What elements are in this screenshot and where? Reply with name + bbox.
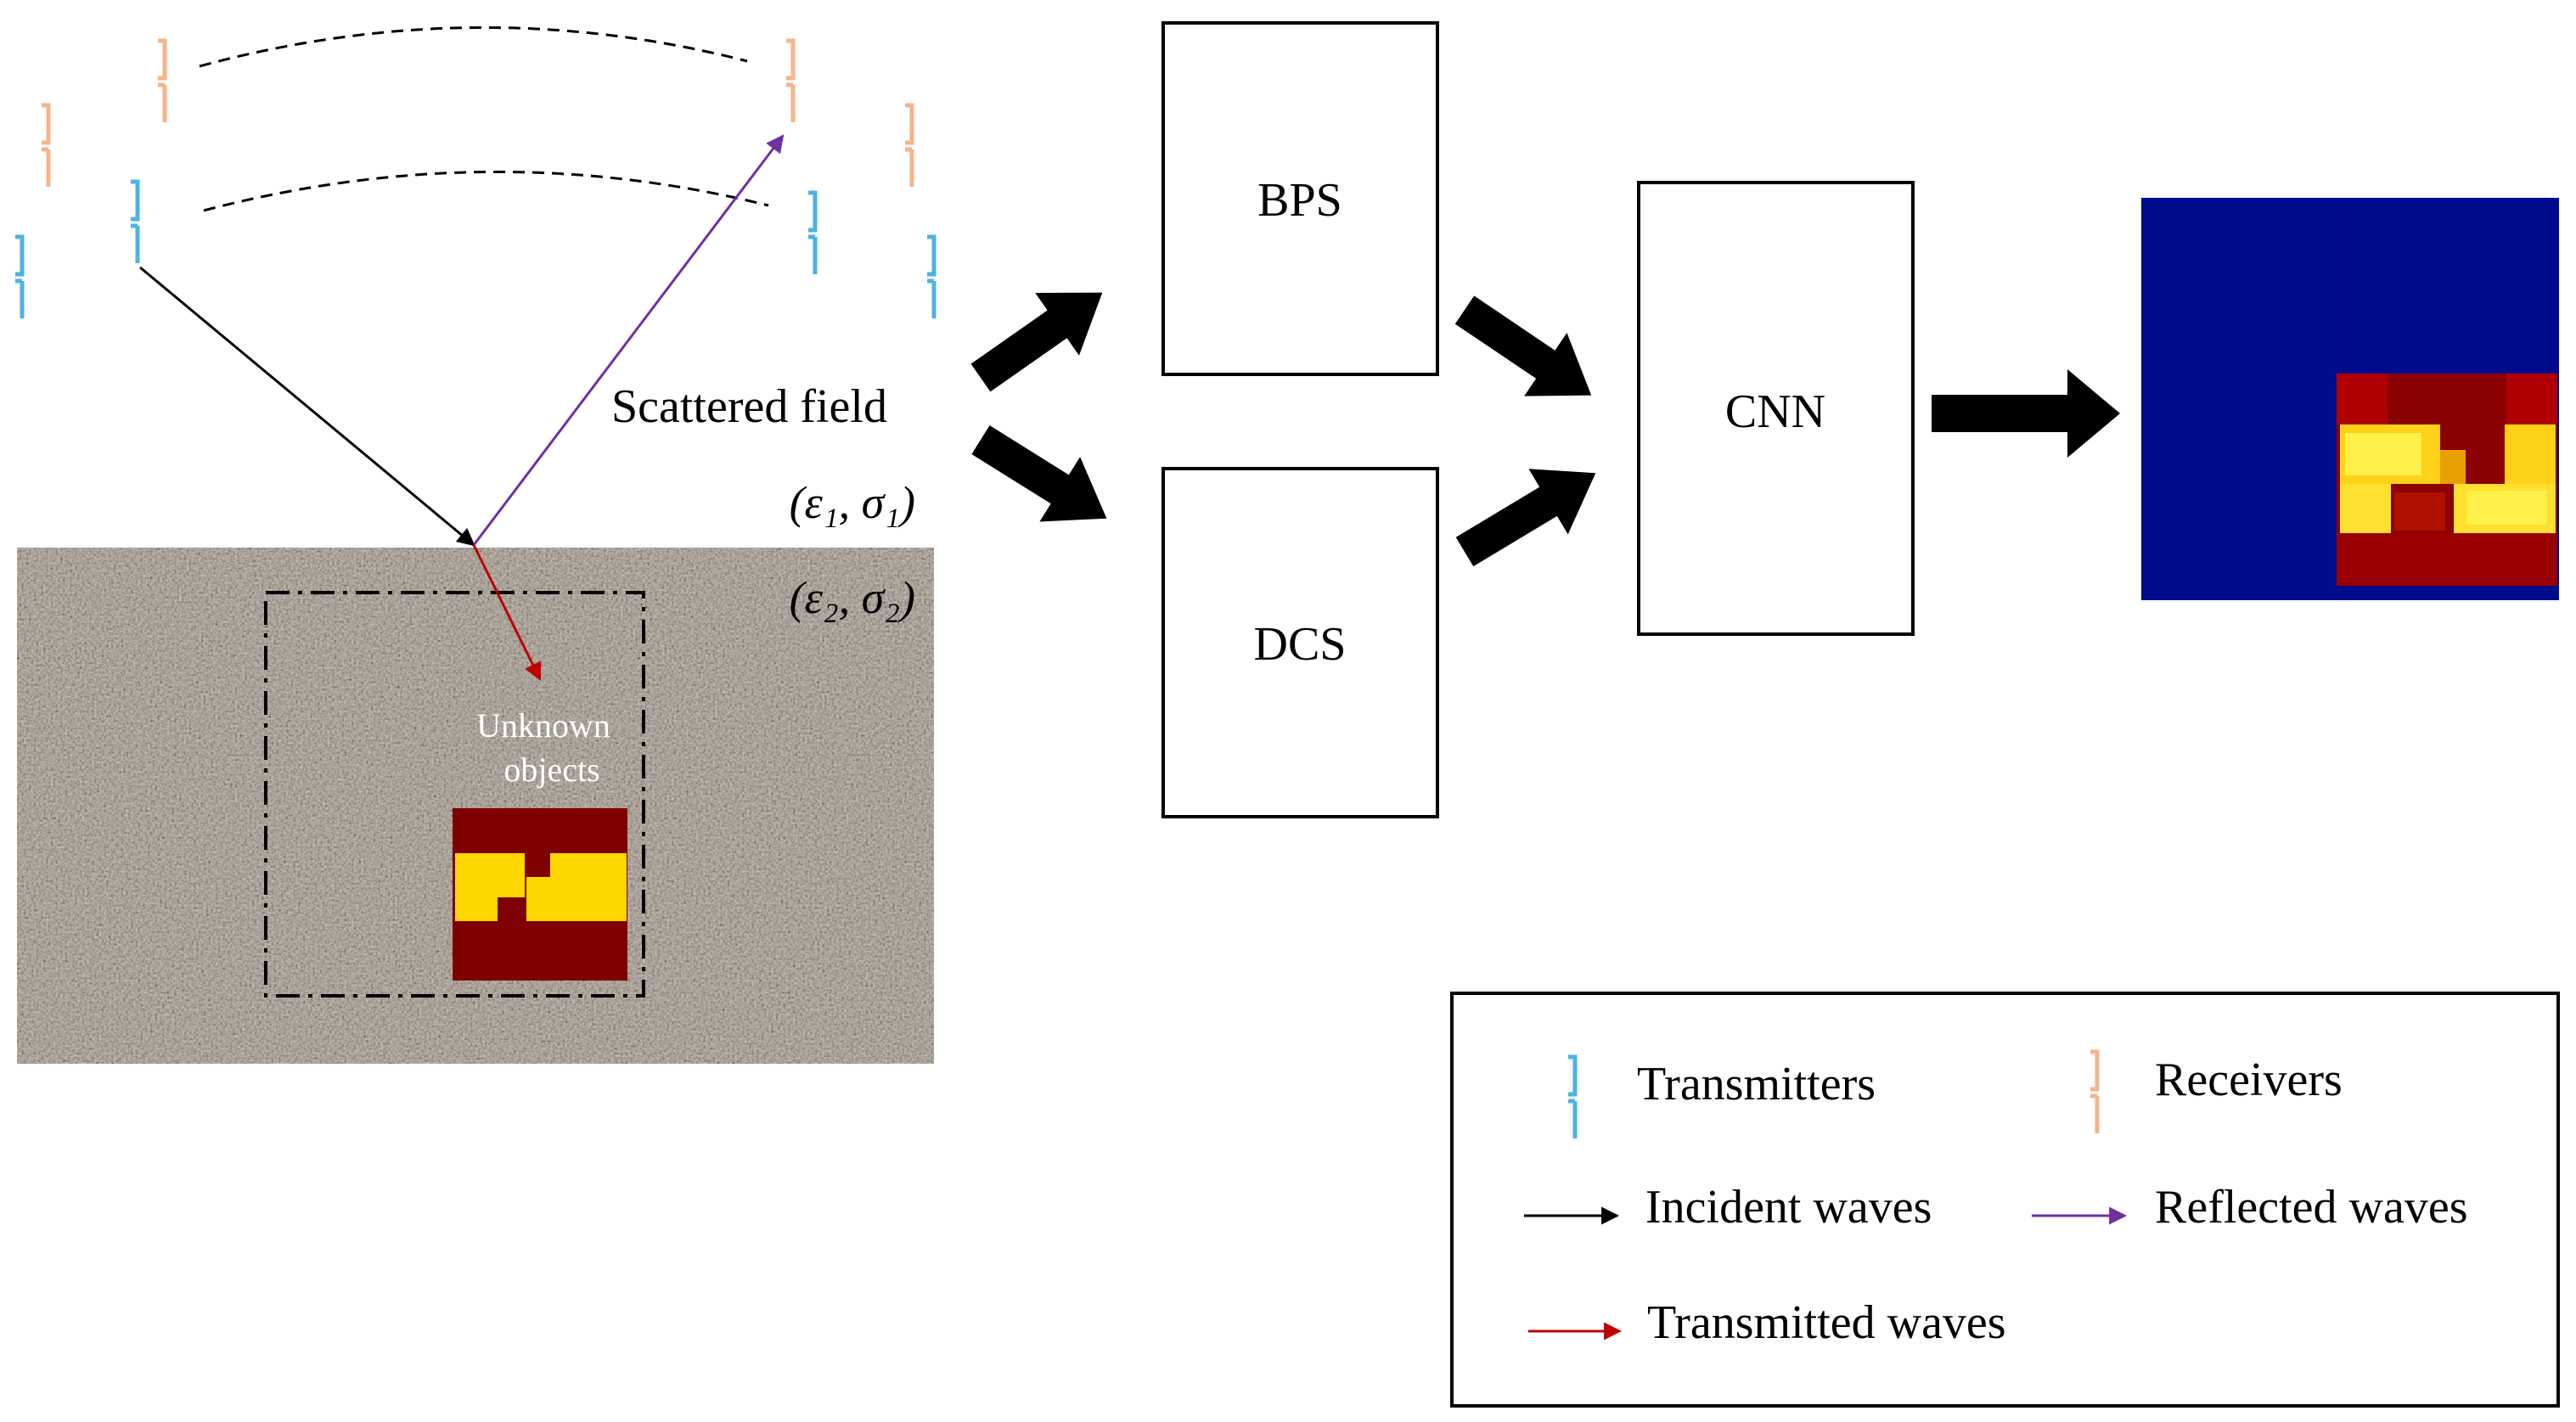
medium1-label: (ε₁, σ₁)	[790, 477, 915, 528]
receiver-antennas	[42, 41, 912, 187]
legend-box	[1450, 992, 2560, 1408]
receiver-antenna-icon	[786, 41, 793, 122]
block-arrow-icon	[971, 425, 1107, 522]
legend-receivers-label: Receivers	[2155, 1054, 2343, 1106]
dcs-box	[1161, 467, 1439, 818]
reflected-wave-ray	[472, 134, 785, 546]
transmitter-antenna-icon	[131, 182, 138, 263]
block-arrow-icon	[1455, 469, 1596, 567]
medium2-label: (ε₂, σ₂)	[790, 572, 915, 623]
legend: Transmitters Receivers Incident waves Re…	[1450, 992, 2560, 1408]
transmitter-array-arc	[203, 170, 769, 212]
receiver-antenna-icon	[905, 105, 912, 187]
unknown-object	[453, 808, 627, 981]
block-arrow-icon	[1932, 369, 2120, 458]
block-arrow-icon	[1454, 295, 1592, 396]
transmitter-antennas	[15, 182, 934, 318]
cnn-label: CNN	[1725, 385, 1825, 438]
block-arrow-icon	[970, 292, 1103, 392]
transmitter-antenna-icon	[15, 237, 22, 318]
transmitted-wave-ray	[472, 544, 542, 681]
unknown-objects-label-line2: objects	[503, 750, 599, 789]
receiver-antenna-icon	[158, 41, 165, 122]
incident-wave-ray	[139, 266, 475, 547]
legend-transmitted-waves-label: Transmitted waves	[1647, 1296, 2006, 1349]
receiver-array-arc	[199, 26, 748, 68]
legend-incident-waves-label: Incident waves	[1645, 1181, 1932, 1234]
scattered-field-label: Scattered field	[611, 380, 887, 433]
unknown-objects-label-line1: Unknown	[476, 706, 610, 745]
imaging-domain-boundary	[264, 591, 645, 998]
reconstruction-image	[2141, 198, 2559, 600]
cnn-box	[1637, 181, 1915, 636]
legend-reflected-waves-label: Reflected waves	[2155, 1181, 2467, 1234]
bps-box	[1161, 21, 1439, 376]
legend-transmitters-label: Transmitters	[1637, 1058, 1876, 1110]
bps-label: BPS	[1257, 174, 1342, 227]
transmitter-antenna-icon	[927, 237, 934, 318]
transmitter-antenna-icon	[808, 193, 815, 274]
dcs-label: DCS	[1254, 618, 1347, 671]
receiver-antenna-icon	[42, 105, 48, 187]
soil-region	[17, 548, 934, 1064]
